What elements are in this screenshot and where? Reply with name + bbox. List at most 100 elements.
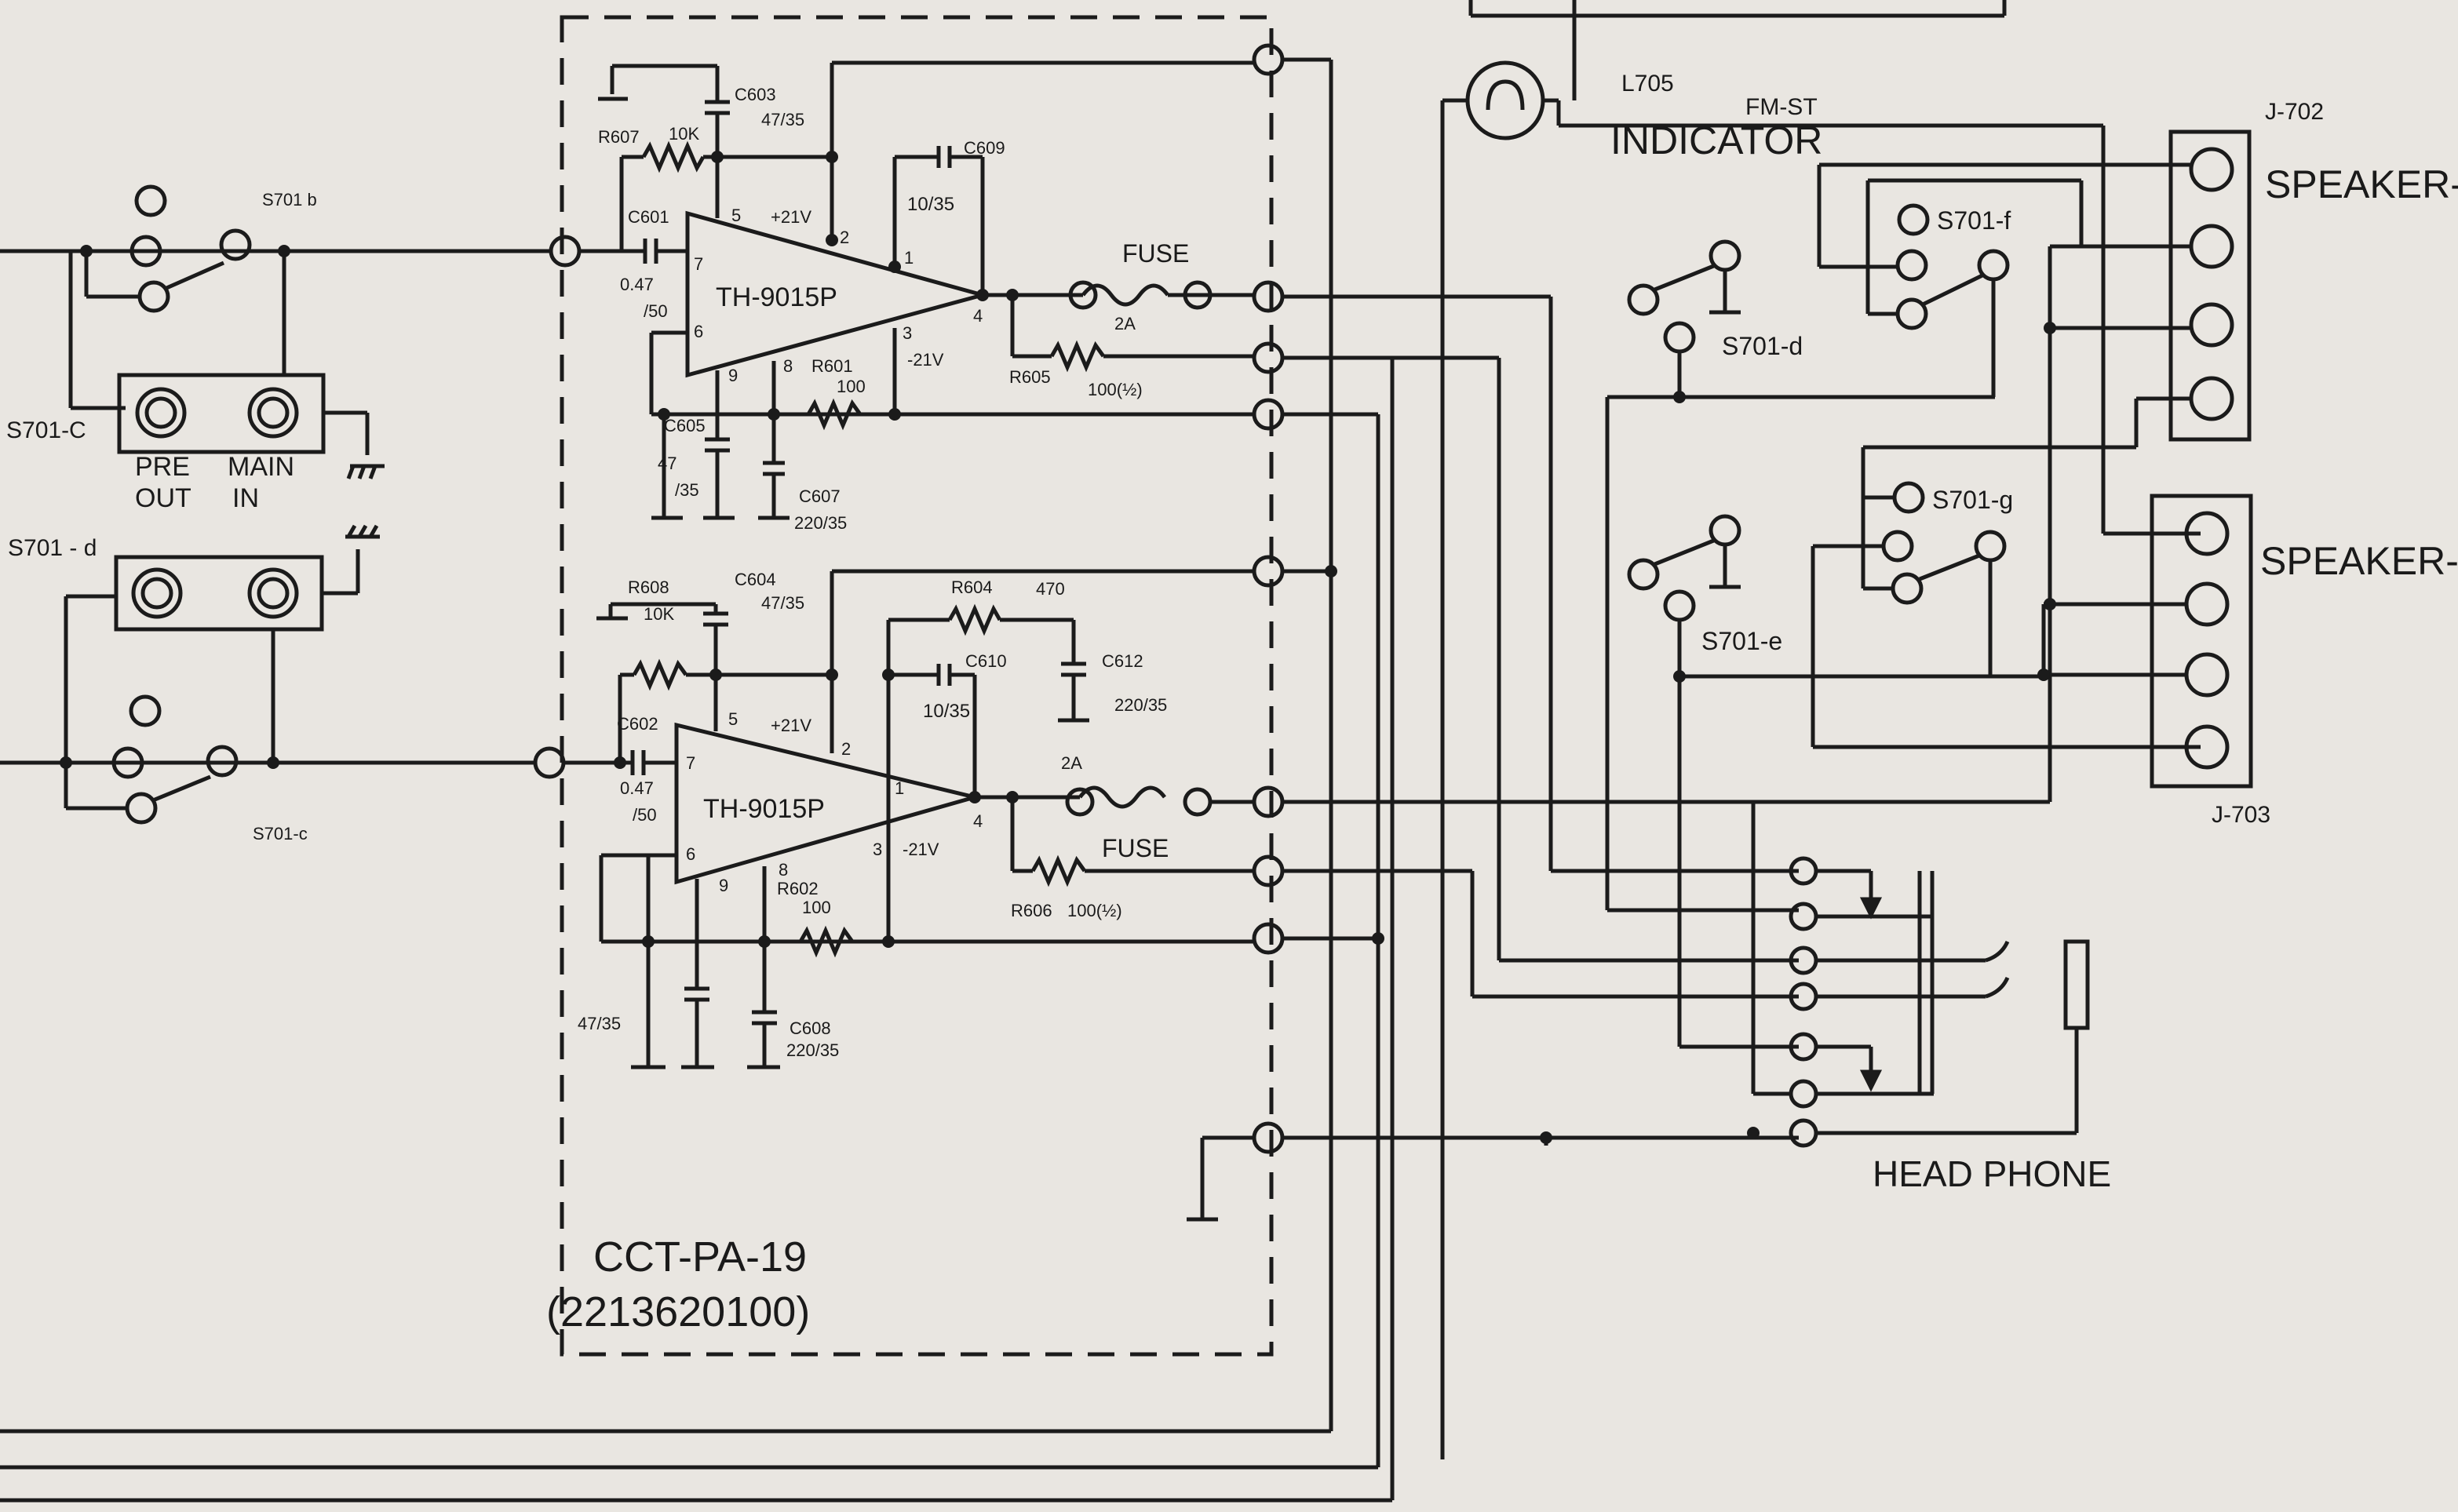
amp-bottom-c612-val: 220/35 — [1114, 695, 1167, 715]
amp-top-c601-val2: /50 — [644, 301, 668, 321]
amp-top-pin7: 7 — [694, 254, 703, 274]
amp-top-pin9: 9 — [728, 366, 738, 385]
amp-bottom-pin2: 2 — [841, 739, 851, 759]
amp-bottom-r604-val: 470 — [1036, 579, 1065, 599]
amp-top-c603: C603 — [735, 85, 776, 104]
label-indicator: INDICATOR — [1610, 118, 1822, 162]
speaker-terminal-j702 — [2048, 126, 2252, 802]
amp-top-wiring — [579, 60, 1256, 518]
amp-bottom-minus21: -21V — [903, 840, 939, 859]
amp-top-r601-val: 100 — [837, 377, 866, 396]
board-name: CCT-PA-19 — [593, 1233, 807, 1281]
label-pre: PRE — [135, 452, 190, 482]
amp-bottom-pin5: 5 — [728, 709, 738, 729]
amp-bottom-pin3: 3 — [873, 840, 882, 859]
amp-top-r607: R607 — [598, 127, 640, 147]
amp-top-c609-val: 10/35 — [907, 194, 954, 215]
amp-top-c607-val: 220/35 — [794, 513, 847, 533]
amp-bottom-c610: C610 — [965, 651, 1007, 671]
amp-top-dots — [658, 151, 1019, 421]
label-main: MAIN — [228, 452, 294, 482]
amp-top-triangle — [685, 210, 990, 378]
amp-bottom-pin9: 9 — [719, 876, 728, 895]
board-outline-cct-pa-19 — [560, 15, 1274, 1357]
amp-bottom-dots — [614, 669, 1019, 948]
label-s701b-left: S701 b — [262, 190, 317, 209]
label-s701-d-right: S701-d — [1722, 332, 1803, 360]
amp-bottom-r606: R606 — [1011, 901, 1052, 920]
label-s701-g: S701-g — [1932, 486, 2013, 514]
amp-bottom-c608-val: 220/35 — [786, 1040, 839, 1060]
switch-s701-e-right — [1627, 514, 2044, 1049]
board-output-terminals — [1252, 43, 1285, 1154]
amp-bottom-pin8: 8 — [779, 860, 788, 880]
amp-bottom-c610-val: 10/35 — [923, 701, 970, 722]
headphone-jack — [1753, 856, 2090, 1148]
label-head-phone: HEAD PHONE — [1873, 1153, 2111, 1194]
label-speaker-a: SPEAKER- — [2265, 162, 2458, 206]
amp-bottom-c612: C612 — [1102, 651, 1143, 671]
amp-top-fuse-val: 2A — [1114, 314, 1136, 333]
indicator-lamp — [1440, 0, 2103, 1459]
amp-bottom-c608: C608 — [790, 1018, 831, 1038]
amp-top-r605-val: 100(½) — [1088, 380, 1143, 399]
switch-s701-d-right — [1605, 239, 1995, 913]
amp-top-r601: R601 — [811, 356, 853, 376]
amp-top-pin2: 2 — [840, 228, 849, 247]
amp-bottom-c604-val: 47/35 — [761, 593, 804, 613]
board-part-number: (2213620100) — [546, 1288, 810, 1335]
label-speaker-b: SPEAKER- — [2260, 539, 2458, 583]
junction-dots — [60, 245, 290, 769]
label-in: IN — [232, 483, 259, 513]
amp-top-pin6: 6 — [694, 322, 703, 341]
board-input-terminals — [533, 235, 582, 779]
amp-bottom-grounds — [596, 616, 1218, 1222]
amp-top-c605: C605 — [664, 416, 706, 435]
right-junction-dots — [1325, 322, 2056, 1144]
left-input-section — [0, 184, 549, 825]
amp-top-c607: C607 — [799, 486, 841, 506]
label-l705: L705 — [1621, 71, 1674, 97]
amp-top-c603-val: 47/35 — [761, 110, 804, 129]
amp-top-c601-val1: 0.47 — [620, 275, 654, 294]
amp-top-c605-val1: 47 — [658, 454, 676, 473]
amp-top-pin8: 8 — [783, 356, 793, 376]
amp-bottom-r608: R608 — [628, 577, 669, 597]
left-ground-symbols — [345, 464, 385, 539]
amp-top-pin3: 3 — [903, 323, 912, 343]
amp-bottom-c-in-val: 47/35 — [578, 1014, 621, 1033]
amp-top-pin1: 1 — [904, 248, 914, 268]
label-s701-e: S701-e — [1701, 627, 1782, 655]
label-s701d-left: S701 - d — [8, 535, 97, 561]
amp-bottom-pin4: 4 — [973, 811, 983, 831]
amp-bottom-plus21: +21V — [771, 716, 811, 735]
amp-bottom-ic-label: TH-9015P — [703, 794, 825, 824]
amp-bottom-pin6: 6 — [686, 844, 695, 864]
amp-top-fuse: FUSE — [1122, 239, 1189, 268]
label-j702: J-702 — [2265, 99, 2324, 125]
amp-bottom-c602-val2: /50 — [633, 805, 657, 825]
label-j703: J-703 — [2212, 802, 2270, 828]
amp-top-c609: C609 — [964, 138, 1005, 158]
amp-top-pin4: 4 — [973, 306, 983, 326]
amp-bottom-pin1: 1 — [895, 778, 904, 798]
amp-bottom-r606-val: 100(½) — [1067, 901, 1122, 920]
amp-bottom-c602-val1: 0.47 — [620, 778, 654, 798]
amp-top-r607-val: 10K — [669, 124, 699, 144]
amp-bottom-r608-val: 10K — [644, 604, 674, 624]
speaker-terminal-j703 — [1751, 494, 2253, 1094]
amp-bottom-r604: R604 — [951, 577, 993, 597]
label-out: OUT — [135, 483, 191, 513]
label-s701-f: S701-f — [1937, 206, 2011, 235]
amp-bottom-triangle — [674, 722, 983, 885]
amp-top-c601: C601 — [628, 207, 669, 227]
amp-bottom-r602: R602 — [777, 879, 819, 898]
amp-top-pin5: 5 — [731, 206, 741, 225]
label-fm-st: FM-ST — [1745, 94, 1818, 120]
amp-bottom-fuse-val: 2A — [1061, 753, 1082, 773]
amp-bottom-c602: C602 — [617, 714, 658, 734]
label-s701c-lower: S701-c — [253, 824, 308, 843]
amp-top-minus21: -21V — [907, 350, 944, 370]
amp-top-plus21: +21V — [771, 207, 811, 227]
